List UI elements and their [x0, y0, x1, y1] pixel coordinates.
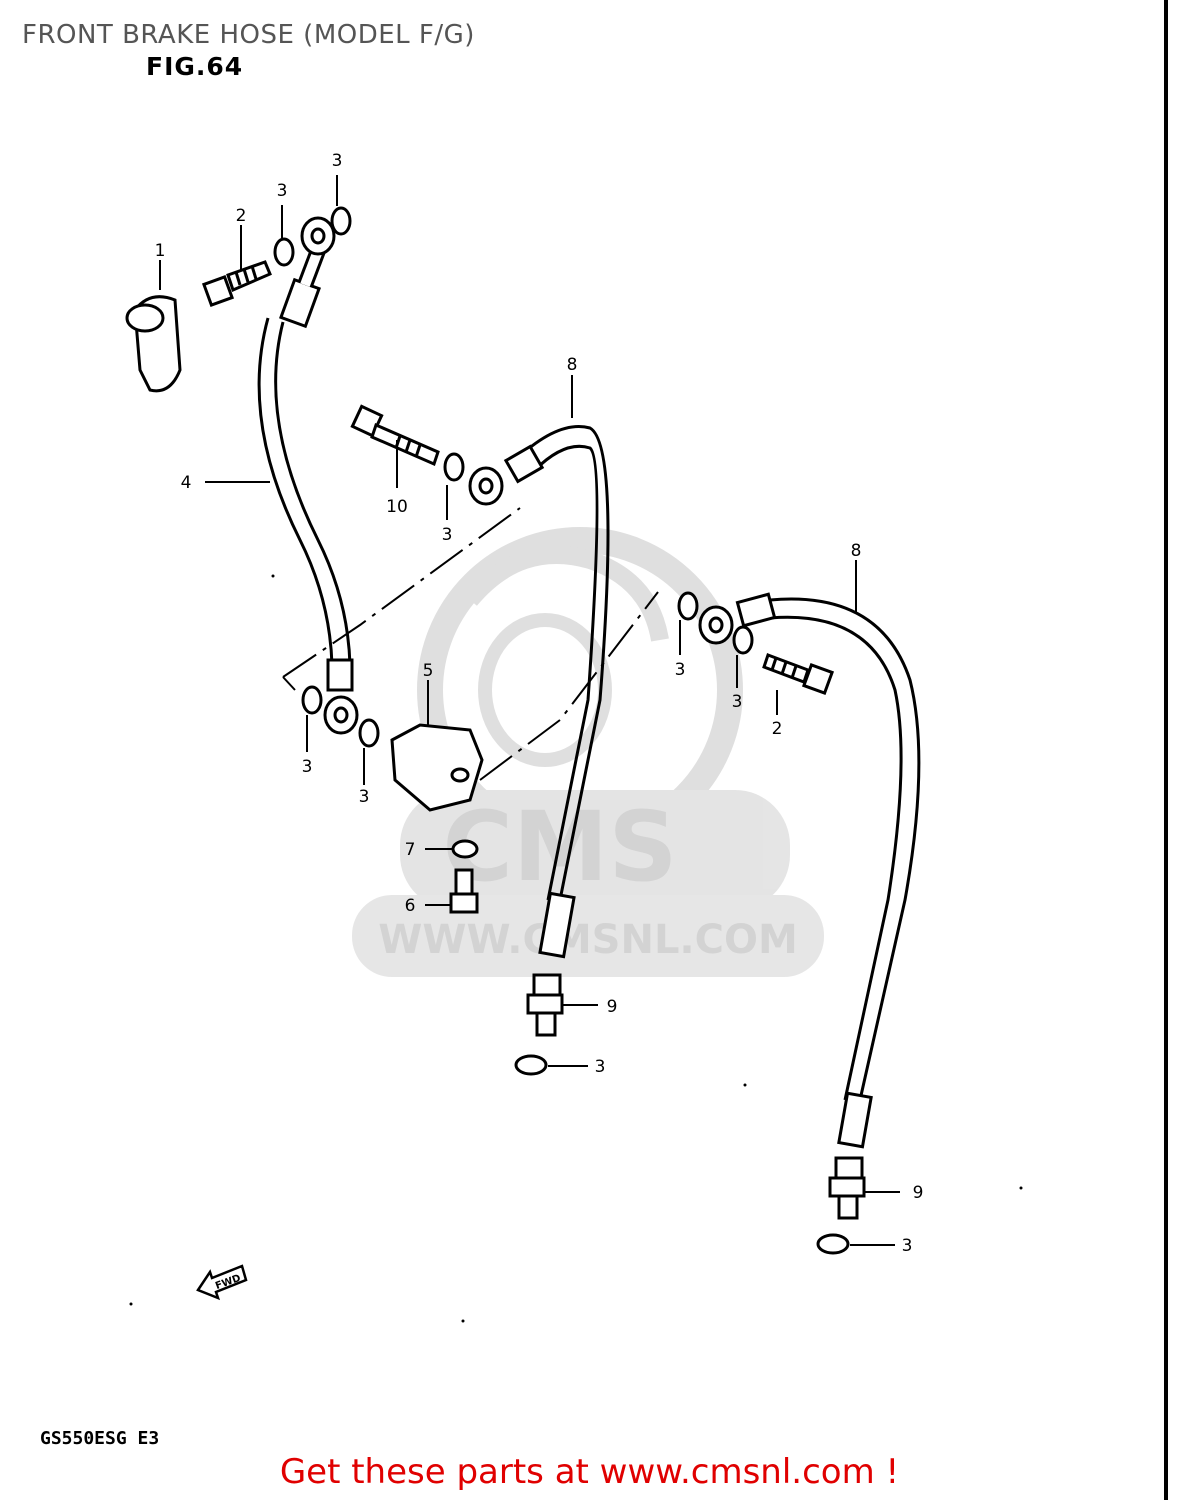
part-2-bolt-right — [762, 653, 835, 696]
callout-3: 3 — [302, 757, 313, 777]
fwd-arrow-icon: FWD — [196, 1264, 248, 1301]
part-6-bolt — [449, 868, 479, 914]
callout-2: 2 — [772, 719, 783, 739]
callout-3: 3 — [675, 660, 686, 680]
callout-8: 8 — [851, 541, 862, 561]
footer-link[interactable]: Get these parts at www.cmsnl.com ! — [279, 1452, 900, 1492]
specks — [129, 574, 1023, 1323]
callout-1: 1 — [155, 241, 166, 261]
part-2-bolt-top — [201, 260, 272, 308]
callout-3: 3 — [595, 1057, 606, 1077]
part-1-cap — [125, 295, 182, 393]
callout-10: 10 — [386, 497, 408, 517]
figure-number: FIG.64 — [146, 52, 244, 81]
callout-8: 8 — [567, 355, 578, 375]
callout-3: 3 — [442, 525, 453, 545]
routing-lines — [282, 507, 659, 781]
part-5-clamp — [390, 723, 484, 812]
callout-labels: 1 2 3 3 3 4 10 3 8 5 3 3 8 3 2 7 6 9 3 9… — [155, 151, 924, 1256]
part-4-hose — [257, 216, 359, 735]
washer — [273, 206, 850, 1255]
callout-3: 3 — [332, 151, 343, 171]
watermark-url: WWW.CMSNL.COM — [378, 917, 798, 963]
callout-4: 4 — [181, 473, 192, 493]
callout-3: 3 — [732, 692, 743, 712]
callout-9: 9 — [913, 1183, 924, 1203]
callout-3: 3 — [359, 787, 370, 807]
part-8-hose-left — [468, 425, 610, 959]
page-border — [1164, 0, 1168, 1500]
callout-5: 5 — [423, 661, 434, 681]
callout-3: 3 — [277, 181, 288, 201]
leader-lines — [159, 175, 900, 1246]
part-9-fitting — [526, 973, 866, 1220]
callout-9: 9 — [607, 997, 618, 1017]
page-title: FRONT BRAKE HOSE (MODEL F/G) — [22, 20, 475, 50]
callout-7: 7 — [405, 840, 416, 860]
part-10-bolt — [350, 404, 440, 467]
callout-2: 2 — [236, 206, 247, 226]
model-code: GS550ESG E3 — [40, 1428, 160, 1449]
part-8-hose-right — [698, 592, 921, 1149]
callout-6: 6 — [405, 896, 416, 916]
callout-3: 3 — [902, 1236, 913, 1256]
parts-diagram: CMS WWW.CMSNL.COM — [125, 151, 1023, 1323]
